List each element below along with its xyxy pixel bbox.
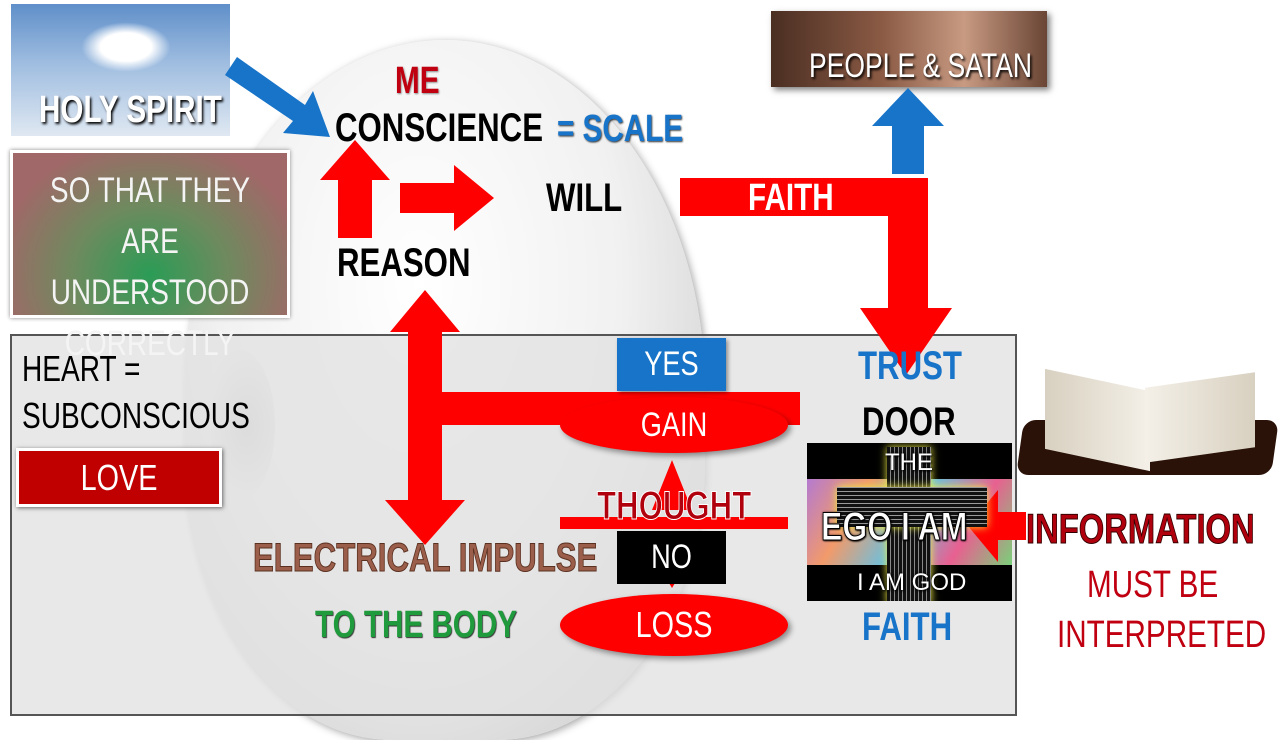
love-box: LOVE xyxy=(16,448,222,507)
no-label: NO xyxy=(651,538,692,576)
thought-label: THOUGHT xyxy=(597,484,752,529)
information-arrow xyxy=(968,490,1026,562)
yes-label: YES xyxy=(644,345,699,383)
arrow-to-will xyxy=(400,165,494,231)
yes-box: YES xyxy=(617,338,726,391)
ego-bottom-text: I AM GOD xyxy=(857,569,967,596)
cross-beam xyxy=(837,487,987,527)
faith-arrow-label: FAITH xyxy=(748,177,834,219)
door-label: DOOR xyxy=(862,400,956,444)
me-label: ME xyxy=(395,60,440,102)
heart-title-line2: SUBCONSCIOUS xyxy=(22,395,250,436)
trust-label: TRUST xyxy=(858,344,962,388)
electrical-impulse-label: ELECTRICAL IMPULSE xyxy=(253,536,598,581)
arrow-reason-to-conscience xyxy=(320,140,390,238)
blue-arrow-to-people xyxy=(872,88,944,174)
note-box: SO THAT THEY ARE UNDERSTOOD CORRECTLY xyxy=(10,150,290,363)
reason-label: REASON xyxy=(337,241,471,285)
people-satan-image: PEOPLE & SATAN xyxy=(771,11,1047,87)
love-label: LOVE xyxy=(80,457,158,498)
to-the-body-label: TO THE BODY xyxy=(315,604,518,646)
loss-label: LOSS xyxy=(635,604,713,645)
faith-label: FAITH xyxy=(862,605,953,649)
no-box: NO xyxy=(617,531,726,584)
bible-icon xyxy=(1016,350,1279,490)
note-text: SO THAT THEY ARE UNDERSTOOD CORRECTLY xyxy=(49,171,251,363)
interpreted-label: INTERPRETED xyxy=(1057,614,1267,656)
gain-ellipse: GAIN xyxy=(560,397,788,453)
must-be-label: MUST BE xyxy=(1087,564,1219,606)
loss-ellipse: LOSS xyxy=(560,594,788,656)
holy-spirit-image: HOLY SPIRIT xyxy=(11,4,230,136)
ego-top-text: THE xyxy=(885,449,933,476)
information-label: INFORMATION xyxy=(1026,505,1255,553)
faith-arrow xyxy=(680,178,952,375)
ego-middle-text: EGO I AM xyxy=(821,505,968,550)
scale-label: = SCALE xyxy=(557,108,684,150)
conscience-label: CONSCIENCE xyxy=(335,106,544,150)
heart-title-line1: HEART = xyxy=(22,348,141,389)
will-label: WILL xyxy=(546,176,623,220)
gain-label: GAIN xyxy=(640,406,708,444)
dove-icon xyxy=(81,22,171,72)
ego-image: THE EGO I AM I AM GOD xyxy=(807,443,1012,601)
people-satan-label: PEOPLE & SATAN xyxy=(809,47,1033,85)
blue-arrow-to-conscience xyxy=(225,57,330,137)
holy-spirit-label: HOLY SPIRIT xyxy=(39,89,222,131)
